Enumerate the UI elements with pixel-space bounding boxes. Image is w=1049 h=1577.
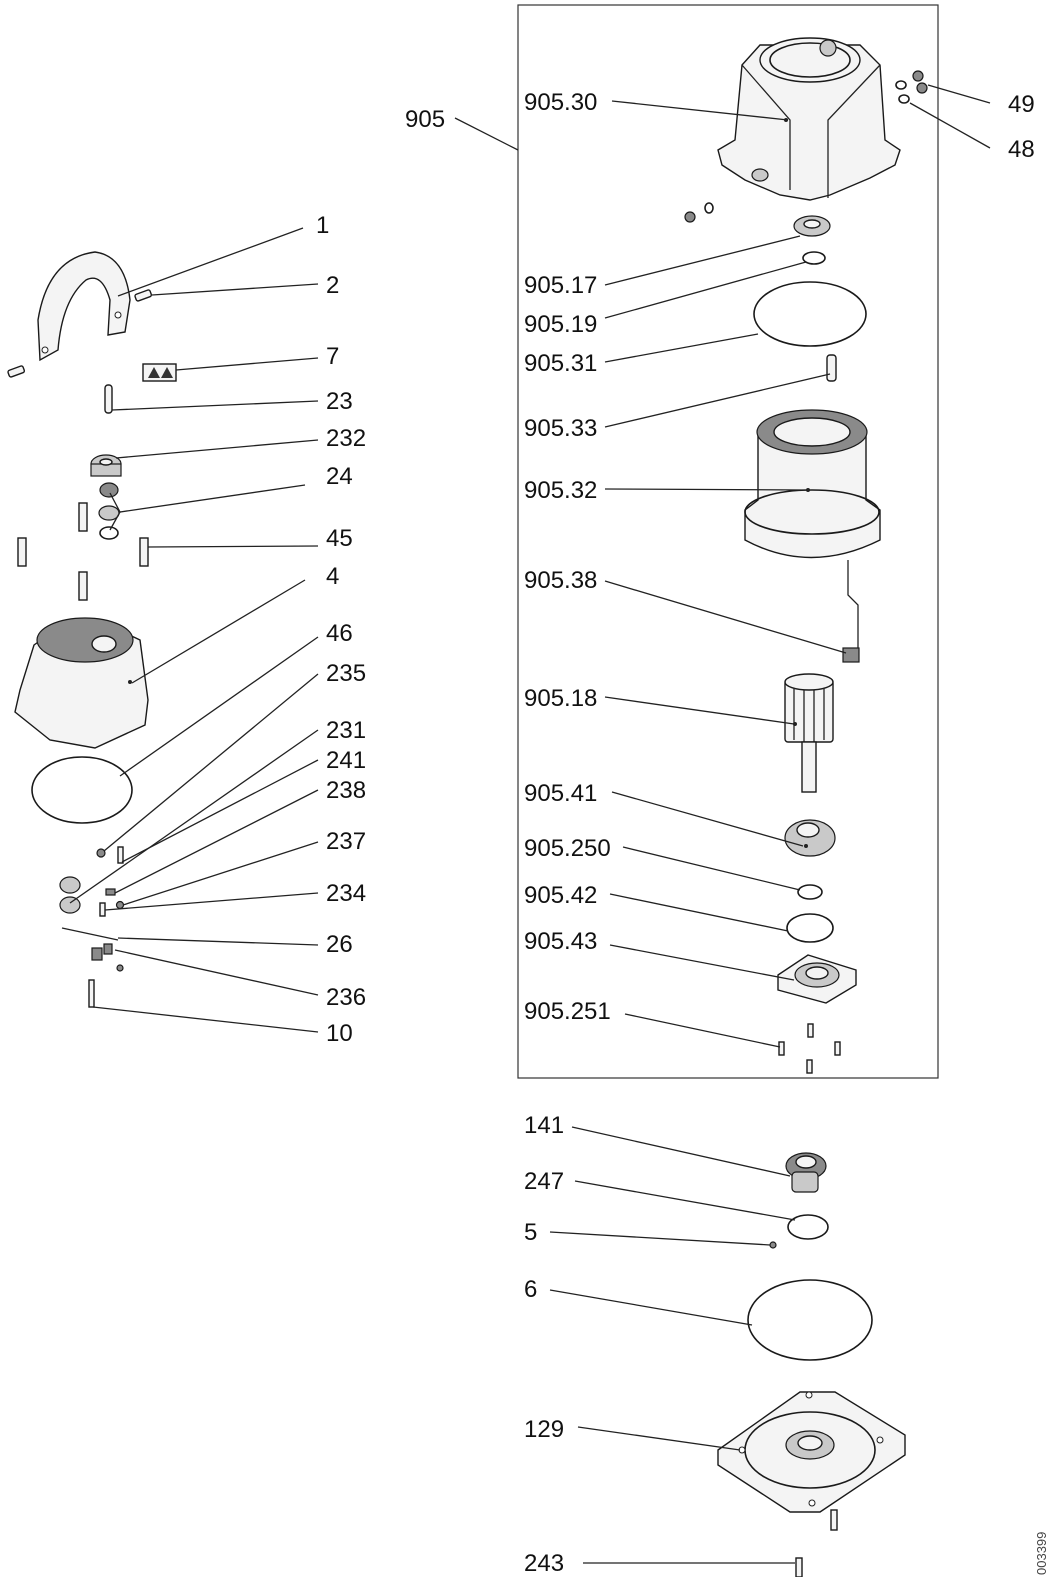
callout-49: 49 [1008,91,1035,118]
callout-141: 141 [524,1112,564,1139]
part-243-screws [795,1509,838,1577]
callout-4: 4 [326,563,339,590]
part-234-screw [99,902,106,917]
callout-24: 24 [326,463,353,490]
callout-1: 1 [316,212,329,239]
callout-905-31: 905.31 [524,350,597,377]
part-23-pin [104,384,113,414]
part-235-screw [96,848,106,858]
part-905-41-bearing [784,819,836,857]
part-141-shaft-seal [785,1152,827,1193]
callout-labels: 905 905.30 49 48 1 2 7 23 232 24 45 4 46… [316,89,1035,1577]
callout-48: 48 [1008,136,1035,163]
callout-905-33: 905.33 [524,415,597,442]
callout-129: 129 [524,1416,564,1443]
part-905-18-rotor [784,673,834,793]
subassembly-905-frame [517,4,939,1079]
callout-231: 231 [326,717,366,744]
part-905-33-pin [826,354,837,382]
part-10-bolt [88,979,95,1008]
part-905-251-screws [778,1023,841,1074]
housing-plug [684,202,714,223]
part-231-pin [117,846,124,864]
callout-7: 7 [326,343,339,370]
handle-screw [7,365,26,378]
callout-6: 6 [524,1276,537,1303]
part-905-19-circlip [802,251,826,265]
part-129-cover-plate [717,1391,906,1513]
callout-905: 905 [405,106,445,133]
part-4-cover [14,617,149,749]
part-905-30-motor-housing [717,37,901,201]
part-45-screws [17,502,149,601]
part-247-ring [787,1214,829,1240]
part-905-43-flange [777,954,857,1004]
part-1-handle [37,251,131,362]
callout-238: 238 [326,777,366,804]
callout-905-19: 905.19 [524,311,597,338]
callout-247: 247 [524,1168,564,1195]
callout-243: 243 [524,1550,564,1577]
part-905-31-o-ring [753,281,867,347]
callout-905-30: 905.30 [524,89,597,116]
part-7-warning-label [142,363,177,382]
part-905-17-bearing [793,215,831,237]
callout-23: 23 [326,388,353,415]
callout-905-43: 905.43 [524,928,597,955]
part-6-o-ring [747,1279,873,1361]
part-24-gland-set [98,482,120,540]
callout-237: 237 [326,828,366,855]
callout-236: 236 [326,984,366,1011]
part-237-nut [115,900,125,910]
part-905-42-ring [786,913,834,943]
callout-905-250: 905.250 [524,835,611,862]
part-26-cable [61,927,119,941]
callout-905-251: 905.251 [524,998,611,1025]
part-905-32-stator [744,409,881,559]
leader-lines [69,84,991,1564]
callout-232: 232 [326,425,366,452]
callout-26: 26 [326,931,353,958]
callout-2: 2 [326,272,339,299]
callout-241: 241 [326,747,366,774]
part-232-gland [90,454,122,477]
part-236-clamp [91,943,124,972]
callout-905-32: 905.32 [524,477,597,504]
callout-45: 45 [326,525,353,552]
part-905-38-sensor [842,560,860,663]
callout-905-41: 905.41 [524,780,597,807]
part-241-spacers [59,876,81,914]
part-905-250-circlip [797,884,823,900]
callout-905-18: 905.18 [524,685,597,712]
callout-46: 46 [326,620,353,647]
document-id: 003399 [1034,1532,1049,1575]
part-238-terminal [105,888,116,896]
part-5-ball [769,1241,777,1249]
part-2-screw [134,289,153,302]
part-46-o-ring [31,756,133,824]
callout-905-42: 905.42 [524,882,597,909]
callout-905-38: 905.38 [524,567,597,594]
callout-235: 235 [326,660,366,687]
part-49-plugs [912,70,928,94]
callout-10: 10 [326,1020,353,1047]
part-48-washers [895,80,910,104]
callout-234: 234 [326,880,366,907]
callout-905-17: 905.17 [524,272,597,299]
callout-5: 5 [524,1219,537,1246]
